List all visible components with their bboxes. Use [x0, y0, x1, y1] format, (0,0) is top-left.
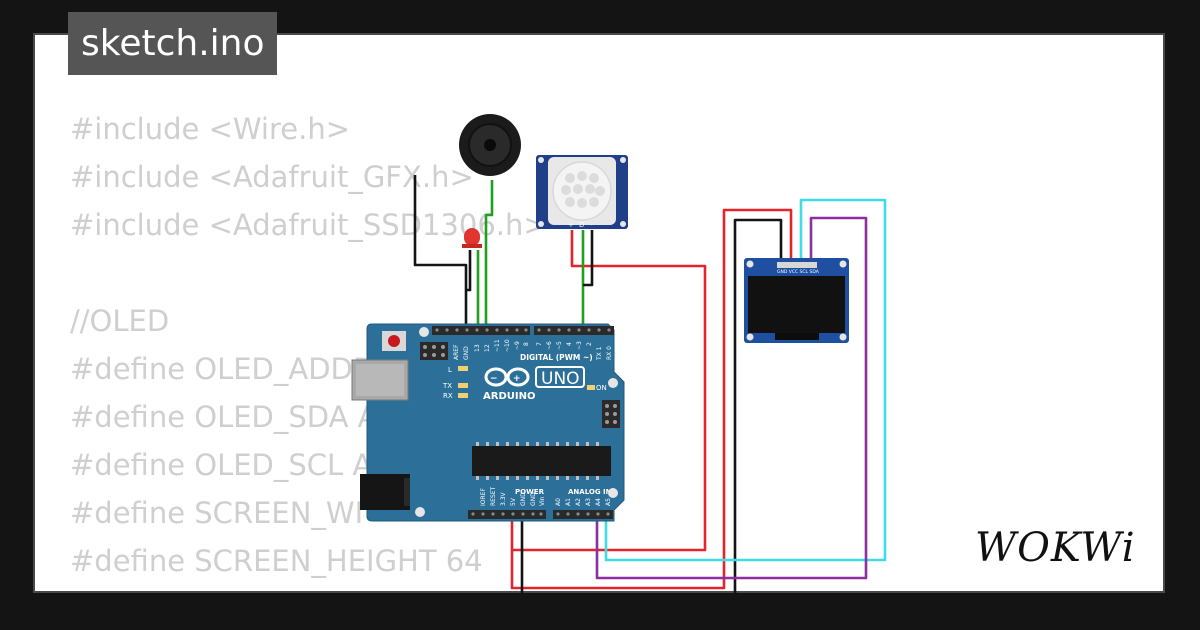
- pin-tx1: TX 1: [596, 346, 603, 361]
- on-label: ON: [596, 384, 607, 392]
- pin-3v3: 3.3V: [500, 491, 507, 506]
- wire-pir-gnd[interactable]: [583, 230, 594, 287]
- pin-6: ~6: [546, 341, 553, 350]
- wire-oled-scl[interactable]: [604, 198, 887, 562]
- arduino-logo-icon: [484, 367, 530, 387]
- oled-pin-labels: GND VCC SCL SDA: [777, 269, 820, 275]
- pin-a2: A2: [575, 498, 582, 506]
- pin-9: ~9: [514, 341, 521, 350]
- pin-13: 13: [474, 344, 481, 352]
- pin-vin: Vin: [539, 496, 546, 506]
- pir-motion-sensor[interactable]: + D -: [536, 155, 628, 229]
- code-line: #define SCREEN_WI: [70, 496, 364, 530]
- digital-label: DIGITAL (PWM ~): [520, 353, 593, 362]
- code-line: //OLED: [70, 304, 170, 338]
- analog-label: ANALOG IN: [568, 488, 612, 496]
- pin-5v: 5V: [510, 497, 517, 506]
- power-label: POWER: [515, 488, 545, 496]
- arduino-uno-board[interactable]: AREF GND 13 12 ~11 ~10 ~9 8 7 ~6 ~5 4 ~3…: [351, 323, 625, 522]
- buzzer[interactable]: [459, 114, 521, 176]
- wire-buzzer-signal[interactable]: [484, 180, 494, 331]
- oled-display[interactable]: GND VCC SCL SDA: [744, 258, 849, 343]
- wires: [413, 175, 887, 600]
- wire-pir-vcc[interactable]: [510, 230, 707, 552]
- code-line: #define OLED_ADDR: [70, 352, 374, 386]
- pin-a1: A1: [565, 498, 572, 506]
- pin-5: ~5: [556, 341, 563, 350]
- label-rx: RX: [443, 392, 453, 400]
- code-line: #include <Adafruit_GFX.h>: [70, 160, 474, 194]
- wire-oled-vcc[interactable]: [510, 208, 793, 590]
- wire-oled-gnd[interactable]: [733, 218, 783, 600]
- pin-reset: RESET: [490, 486, 497, 506]
- pin-gnd-1: GND: [520, 492, 527, 506]
- pin-12: 12: [484, 344, 491, 352]
- pin-7: 7: [536, 342, 543, 346]
- label-l: L: [448, 366, 452, 374]
- pin-2: 2: [586, 342, 593, 346]
- pin-ioref: IOREF: [480, 488, 487, 506]
- pir-pin-minus: -: [590, 221, 593, 229]
- wire-led-gnd[interactable]: [466, 250, 472, 292]
- pin-a5: A5: [605, 498, 612, 506]
- uno-label: UNO: [541, 369, 580, 389]
- code-line: #define SCREEN_HEIGHT 64: [70, 544, 483, 578]
- pin-8: 8: [523, 342, 530, 346]
- pir-pin-plus: +: [568, 221, 574, 229]
- pin-gnd-2: GND: [530, 492, 537, 506]
- pin-a4: A4: [595, 498, 602, 506]
- label-tx: TX: [442, 382, 452, 390]
- wokwi-logo: WOKWi: [975, 525, 1136, 571]
- code-line: #include <Wire.h>: [70, 112, 351, 146]
- pin-11: ~11: [494, 339, 501, 352]
- code-preview: #include <Wire.h> #include <Adafruit_GFX.…: [70, 105, 548, 591]
- svg-text:−: −: [490, 374, 498, 384]
- svg-text:+: +: [513, 374, 521, 384]
- pin-aref: AREF: [453, 344, 460, 360]
- wire-oled-sda[interactable]: [595, 216, 868, 580]
- arduino-brand: ARDUINO: [483, 391, 535, 402]
- pir-pin-d: D: [579, 221, 584, 229]
- pin-10: ~10: [504, 339, 511, 352]
- red-led[interactable]: [462, 228, 482, 248]
- pin-3: ~3: [576, 341, 583, 350]
- pin-rx0: RX 0: [606, 346, 613, 360]
- code-line: #define OLED_SCL A: [70, 448, 373, 482]
- pin-4: 4: [566, 342, 573, 346]
- pin-a0: A0: [555, 498, 562, 506]
- sketch-title-tab[interactable]: sketch.ino: [68, 12, 278, 75]
- pin-a3: A3: [585, 498, 592, 506]
- pin-gnd: GND: [463, 346, 470, 360]
- wire-buzzer-gnd[interactable]: [413, 175, 468, 331]
